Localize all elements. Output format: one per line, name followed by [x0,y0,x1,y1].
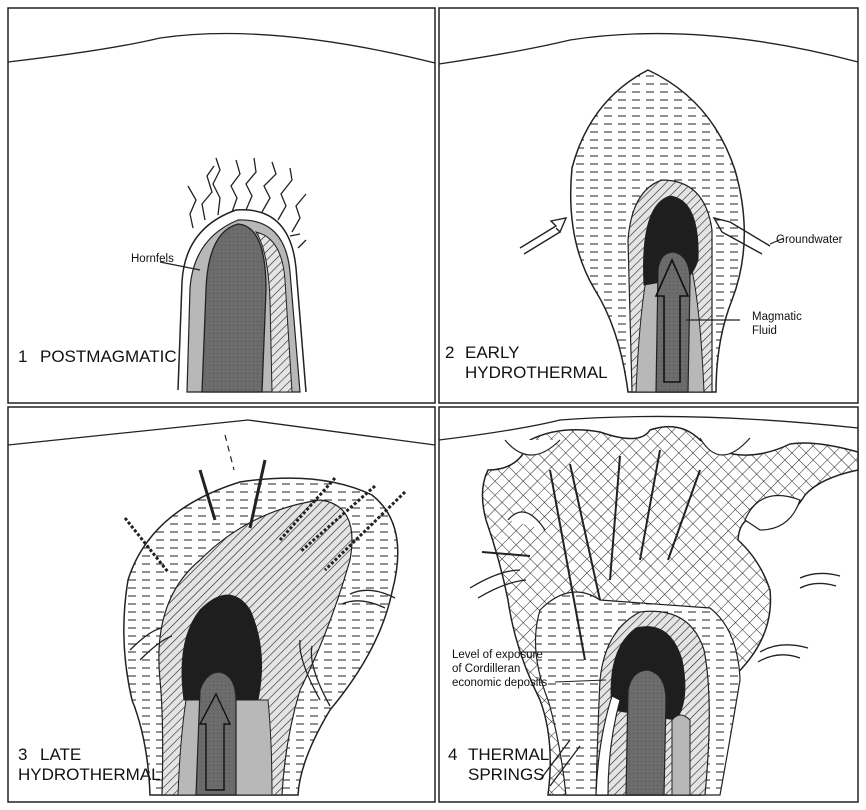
panel-4-number: 4 [448,745,457,764]
panel-2-stage-label-1: EARLY [465,343,520,362]
intrusion-stock-3 [196,672,236,795]
exposure-label-2: of Cordilleran [452,663,520,675]
panel-1-stage-label: POSTMAGMATIC [40,347,177,366]
magmatic-fluid-label-2: Fluid [752,325,777,337]
panel-4: Level of exposure of Cordilleran economi… [439,407,858,802]
panel-3-stage-label-1: LATE [40,745,81,764]
intrusion-stock-4 [626,670,666,795]
panel-1-number: 1 [18,347,27,366]
panel-3-number: 3 [18,745,27,764]
panel-4-stage-label-1: THERMAL [468,745,549,764]
groundwater-label: Groundwater [776,234,843,246]
panel-3-stage-label-2: HYDROTHERMAL [18,765,161,784]
magmatic-fluid-label-1: Magmatic [752,311,802,323]
panel-2-stage-label-2: HYDROTHERMAL [465,363,608,382]
exposure-label-1: Level of exposure [452,649,543,661]
exposure-label-3: economic deposits [452,677,547,689]
panel-2-number: 2 [445,343,454,362]
panel-1: Hornfels 1 POSTMAGMATIC [8,8,435,403]
hornfels-label: Hornfels [131,253,174,265]
panel-2: Groundwater Magmatic Fluid 2 EARLY HYDRO… [439,8,858,403]
panel-3: 3 LATE HYDROTHERMAL [8,407,435,802]
panel-4-stage-label-2: SPRINGS [468,765,545,784]
intrusion-stock-2 [656,252,690,392]
